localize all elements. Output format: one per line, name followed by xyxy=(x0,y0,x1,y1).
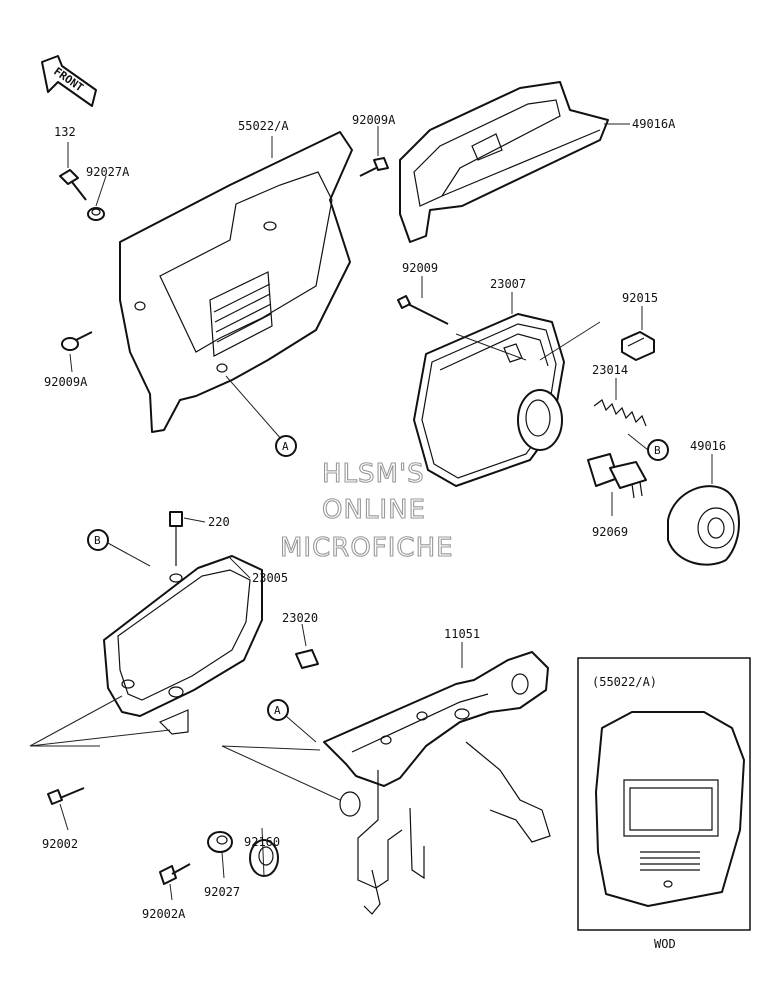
front-arrow: FRONT xyxy=(41,55,97,107)
callout-a-cowl-text: A xyxy=(282,440,289,453)
bulb-92069 xyxy=(587,453,647,499)
watermark-line3: MICROFICHE xyxy=(280,533,454,563)
bolt-92002 xyxy=(47,787,85,805)
label-49016: 49016 xyxy=(690,439,726,453)
bracket-11051 xyxy=(323,651,551,915)
callout-a-cowl: A xyxy=(275,435,297,457)
headlight-cowl xyxy=(119,131,353,433)
clip-92015 xyxy=(621,331,655,361)
leader-lines xyxy=(29,123,713,901)
callout-b-bulb: B xyxy=(647,439,669,461)
label-92027A: 92027A xyxy=(86,165,130,179)
inset-panel: (55022/A) WOD xyxy=(577,657,751,951)
frame-23005 xyxy=(103,555,263,735)
label-92002A: 92002A xyxy=(142,907,186,921)
watermark: HLSM'S ONLINE MICROFICHE xyxy=(279,458,454,563)
label-55022A: 55022/A xyxy=(238,119,289,133)
label-92027: 92027 xyxy=(204,885,240,899)
label-92009: 92009 xyxy=(402,261,438,275)
watermark-line2: ONLINE xyxy=(322,495,426,525)
label-92009A-top: 92009A xyxy=(352,113,396,127)
bolt-92009A-top xyxy=(359,157,389,177)
callout-a-bracket: A xyxy=(267,699,289,721)
label-23014: 23014 xyxy=(592,363,628,377)
callout-b-frame-text: B xyxy=(94,534,101,547)
inset-caption: WOD xyxy=(654,937,676,951)
label-220: 220 xyxy=(208,515,230,529)
part-labels: 132 92027A 55022/A 92009A 49016A 92009A … xyxy=(42,113,726,921)
nut-23020 xyxy=(295,649,319,669)
label-92009A-left: 92009A xyxy=(44,375,88,389)
label-92069: 92069 xyxy=(592,525,628,539)
label-11051: 11051 xyxy=(444,627,480,641)
bolt-92009A-left xyxy=(61,331,93,351)
label-49016A: 49016A xyxy=(632,117,676,131)
callout-a-bracket-text: A xyxy=(274,704,281,717)
callout-b-bulb-text: B xyxy=(654,444,661,457)
label-23020: 23020 xyxy=(282,611,318,625)
collar-92027 xyxy=(207,831,233,853)
inset-title: (55022/A) xyxy=(592,675,657,689)
headlight-trim xyxy=(399,81,609,243)
grommet-92027A xyxy=(87,207,105,221)
label-132: 132 xyxy=(54,125,76,139)
watermark-line1: HLSM'S xyxy=(322,459,425,489)
spring-23014 xyxy=(593,399,647,427)
cap-49016 xyxy=(667,485,740,566)
bolt-92002A xyxy=(159,863,191,885)
label-92160: 92160 xyxy=(244,835,280,849)
headlight-unit xyxy=(413,313,565,487)
screw-92009 xyxy=(397,295,449,325)
screw-220 xyxy=(169,511,183,566)
callout-b-frame: B xyxy=(87,529,109,551)
label-23005: 23005 xyxy=(252,571,288,585)
label-23007: 23007 xyxy=(490,277,526,291)
label-92002: 92002 xyxy=(42,837,78,851)
bolt-132 xyxy=(59,169,87,201)
label-92015: 92015 xyxy=(622,291,658,305)
